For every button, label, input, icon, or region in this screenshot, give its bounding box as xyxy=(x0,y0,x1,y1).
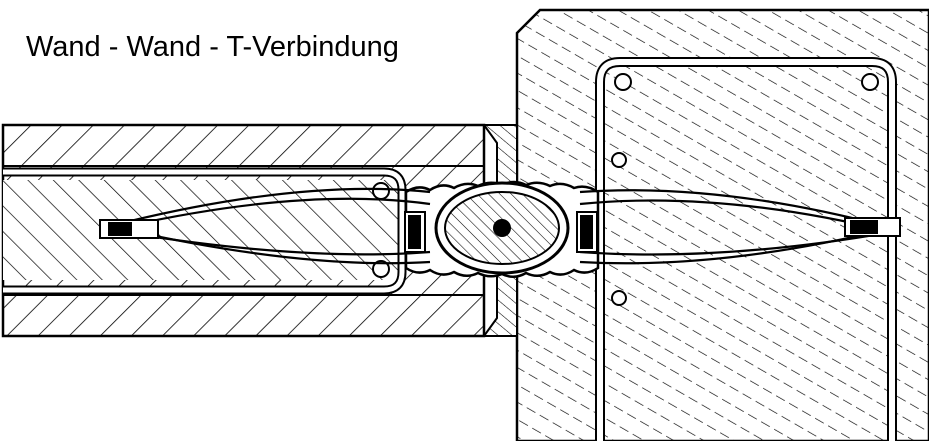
left-rebar-loop xyxy=(3,167,407,295)
stirrup-bar-circles xyxy=(611,73,879,306)
central-key-rod xyxy=(434,181,570,275)
left-loop-bar-circles xyxy=(372,182,390,278)
right-wall xyxy=(515,8,929,441)
side-plates xyxy=(404,211,598,253)
right-stirrup xyxy=(595,57,897,441)
left-wall xyxy=(1,123,486,338)
right-anchor xyxy=(844,217,901,237)
drawing-title: Wand - Wand - T-Verbindung xyxy=(26,31,399,63)
left-anchor xyxy=(99,219,159,239)
